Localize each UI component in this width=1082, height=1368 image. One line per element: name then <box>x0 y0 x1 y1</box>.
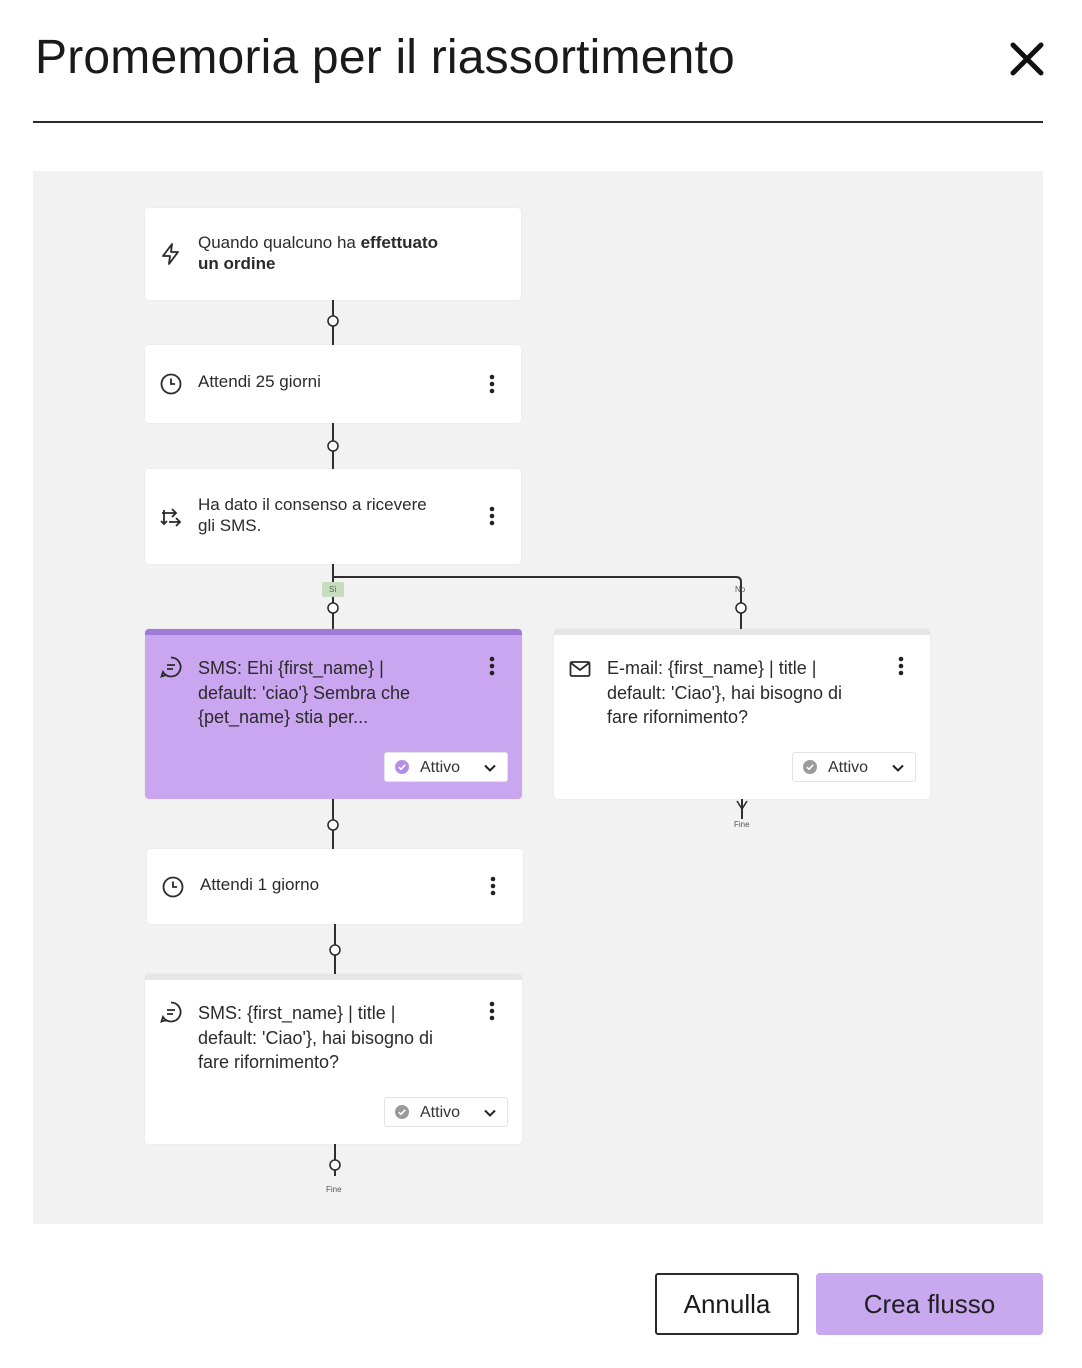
sms-2-status-select[interactable]: Attivo <box>384 1097 508 1127</box>
branch-no-label: No <box>735 585 746 594</box>
wait-card-1[interactable]: Attendi 25 giorni <box>145 345 521 423</box>
status-check-icon <box>803 760 817 774</box>
sms-1-text: SMS: Ehi {first_name} |default: 'ciao'} … <box>198 658 411 727</box>
email-card-1[interactable]: E-mail: {first_name} | title |default: '… <box>554 629 930 799</box>
title-divider <box>33 121 1043 123</box>
status-check-icon <box>395 1105 409 1119</box>
sms-card-1[interactable]: SMS: Ehi {first_name} |default: 'ciao'} … <box>145 629 522 799</box>
sms-1-menu-icon[interactable] <box>482 653 502 681</box>
envelope-icon <box>568 657 592 681</box>
email-1-text: E-mail: {first_name} | title |default: '… <box>607 658 843 727</box>
chevron-down-icon <box>483 761 497 775</box>
sms-2-text: SMS: {first_name} | title |default: 'Cia… <box>198 1003 434 1072</box>
split-arrows-icon <box>159 506 183 530</box>
chat-icon <box>159 1000 183 1024</box>
lightning-icon <box>159 242 183 266</box>
create-flow-button[interactable]: Crea flusso <box>816 1273 1043 1335</box>
sms-card-2[interactable]: SMS: {first_name} | title |default: 'Cia… <box>145 974 522 1144</box>
condition-menu-icon[interactable] <box>482 503 502 531</box>
email-1-status-label: Attivo <box>828 759 869 776</box>
chevron-down-icon <box>483 1106 497 1120</box>
sms-2-menu-icon[interactable] <box>482 998 502 1026</box>
clock-icon <box>159 372 183 396</box>
wait-2-menu-icon[interactable] <box>483 873 503 901</box>
branch-yes-label: Sì <box>329 585 337 594</box>
sms-2-status-label: Attivo <box>420 1104 461 1121</box>
end-label-left: Fine <box>326 1185 342 1194</box>
chevron-down-icon <box>891 761 905 775</box>
sms-1-status-label: Attivo <box>420 759 461 776</box>
email-1-status-select[interactable]: Attivo <box>792 752 916 782</box>
close-icon[interactable] <box>1004 36 1050 82</box>
wait-text-2: Attendi 1 giorno <box>200 875 320 894</box>
wait-card-2[interactable]: Attendi 1 giorno <box>147 849 523 924</box>
email-1-menu-icon[interactable] <box>891 653 911 681</box>
sms-1-status-select[interactable]: Attivo <box>384 752 508 782</box>
status-check-icon <box>395 760 409 774</box>
wait-1-menu-icon[interactable] <box>482 371 502 399</box>
end-label-right: Fine <box>734 820 750 829</box>
flow-connectors <box>322 300 748 1176</box>
clock-icon <box>161 875 185 899</box>
wait-text-1: Attendi 25 giorni <box>198 372 321 391</box>
chat-icon <box>159 655 183 679</box>
flow-canvas[interactable]: Sì No Fine Fine Quando qualcuno ha effet… <box>33 171 1043 1224</box>
page-title: Promemoria per il riassortimento <box>35 31 735 84</box>
cancel-button[interactable]: Annulla <box>655 1273 799 1335</box>
